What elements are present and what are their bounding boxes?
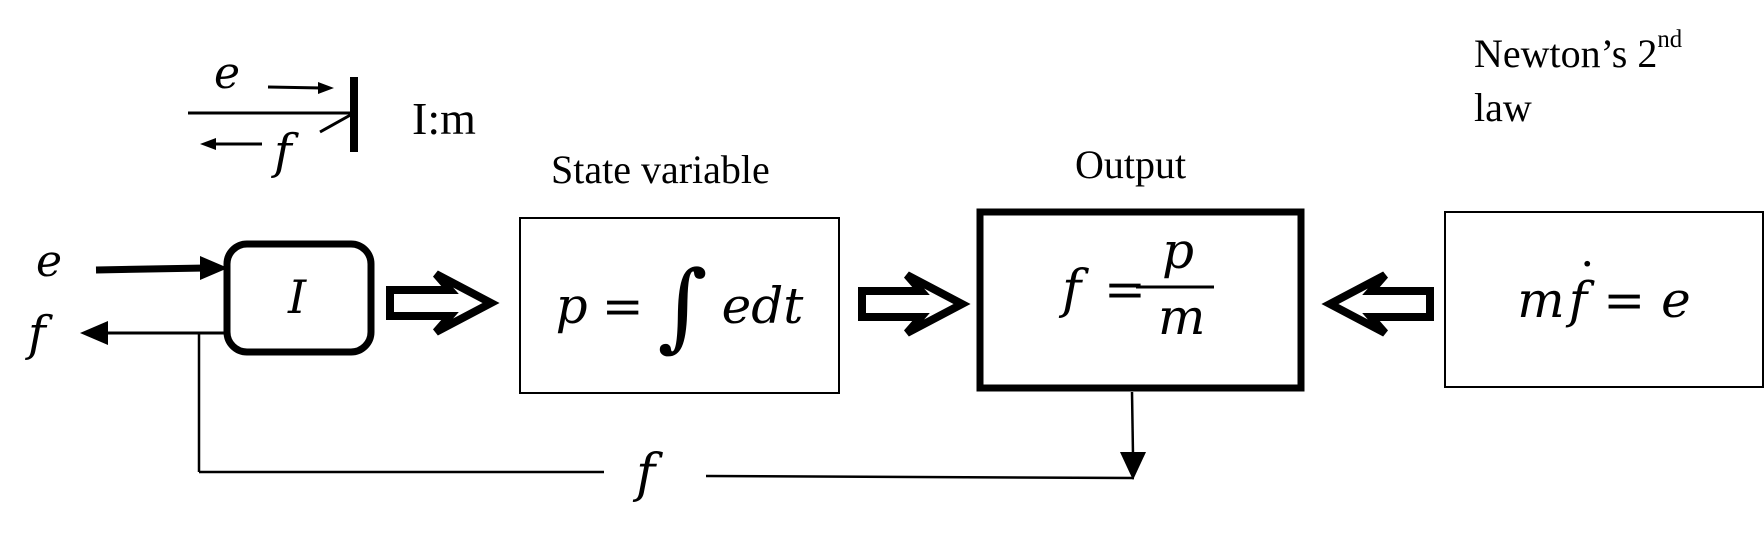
output-flow-label: f [28, 306, 46, 362]
law-rhs: e [1661, 270, 1691, 329]
newton-law-heading-main: Newton’s 2 [1474, 31, 1658, 76]
law-m: m [1517, 270, 1565, 329]
law-fdot: f [1568, 270, 1588, 329]
output-eq-sign: = [1104, 260, 1146, 318]
legend-bond [188, 77, 358, 152]
newton-equation: m f ˙ = e [1445, 212, 1763, 387]
newton-law-heading-line2: law [1474, 85, 1532, 130]
legend-effort-arrow [267, 85, 323, 90]
state-lhs: p [555, 276, 588, 335]
state-variable-heading: State variable [551, 147, 770, 192]
inertia-label: I [288, 270, 307, 324]
output-flow-arrow [80, 321, 226, 345]
inertia-block [223, 240, 375, 356]
output-box [976, 208, 1305, 392]
hollow-arrow-2 [858, 271, 971, 337]
output-heading: Output [1075, 142, 1187, 187]
output-denominator: m [1158, 288, 1206, 346]
law-eq-sign: = [1603, 270, 1646, 329]
legend-element-label: I:m [412, 93, 476, 144]
legend-flow-label: f [274, 124, 292, 180]
hollow-arrow-3 [1321, 271, 1434, 337]
state-variable-box [519, 217, 840, 394]
output-numerator: p [1162, 222, 1195, 280]
hollow-arrow-1 [386, 270, 500, 336]
newton-law-heading-sup: nd [1657, 26, 1683, 54]
law-fdot-wrap: f ˙ [1568, 253, 1600, 329]
output-lhs: f [1062, 260, 1082, 320]
feedback-label: f [636, 444, 656, 504]
state-equation: p = ∫ edt [520, 218, 839, 393]
state-integrand: edt [721, 276, 804, 335]
input-effort-label: e [36, 236, 63, 287]
integral-sign: ∫ [657, 249, 708, 362]
law-dot: ˙ [1574, 252, 1600, 311]
legend-effort-label: e [214, 48, 241, 99]
input-effort-arrow [95, 256, 228, 280]
newton-law-box [1444, 211, 1764, 388]
feedback-path [197, 333, 1146, 480]
state-eq-sign: = [601, 276, 644, 335]
newton-law-heading: Newton’s 2nd [1474, 27, 1682, 76]
